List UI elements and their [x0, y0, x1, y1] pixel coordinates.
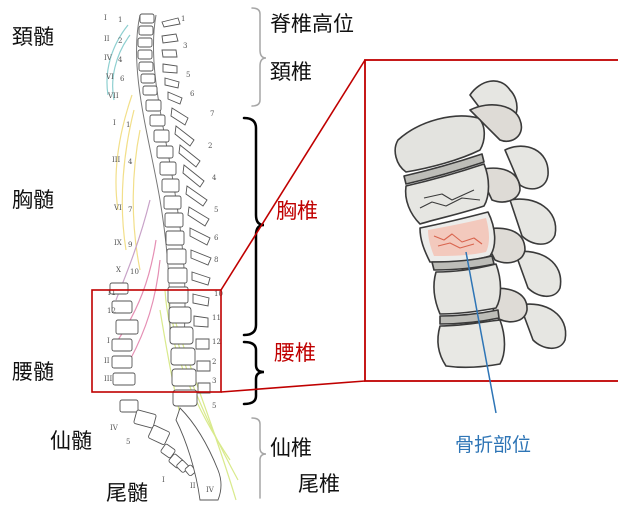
svg-text:2: 2 [208, 142, 212, 150]
svg-text:7: 7 [210, 110, 214, 118]
vertebra-4 [434, 264, 501, 314]
svg-text:1: 1 [118, 16, 122, 24]
fracture-site-label: 骨折部位 [455, 436, 531, 455]
coccygeal-cord-label: 尾髄 [106, 483, 148, 504]
svg-text:11: 11 [212, 314, 221, 322]
svg-text:4: 4 [212, 174, 217, 182]
svg-text:II: II [104, 35, 110, 43]
svg-text:6: 6 [190, 90, 195, 98]
svg-text:2: 2 [212, 358, 216, 366]
thoracic-vertebra-label: 胸椎 [276, 201, 318, 222]
svg-text:III: III [112, 156, 121, 164]
svg-text:IX: IX [114, 239, 122, 247]
svg-text:I: I [113, 119, 116, 127]
cervical-vertebra-label: 頚椎 [270, 62, 312, 83]
cervical-cord-label: 頚髄 [12, 27, 54, 48]
svg-text:VI: VI [113, 204, 122, 212]
svg-text:12: 12 [212, 338, 221, 346]
svg-text:3: 3 [212, 377, 216, 385]
svg-text:I: I [162, 476, 165, 484]
thoracic-cord-label: 胸髄 [12, 190, 54, 211]
sacral-vertebra-label: 仙椎 [270, 438, 312, 459]
svg-text:6: 6 [214, 234, 219, 242]
svg-text:I: I [104, 14, 107, 22]
svg-text:I: I [107, 337, 110, 345]
sacral-cord-label: 仙髄 [50, 431, 92, 452]
lumbar-vertebra-label: 腰椎 [274, 343, 316, 364]
sacral-bracket [252, 418, 266, 498]
svg-text:X: X [116, 266, 121, 274]
svg-text:4: 4 [128, 158, 133, 166]
svg-text:5: 5 [186, 71, 190, 79]
lumbar-cord-label: 腰髄 [12, 362, 54, 383]
coccygeal-vertebra-label: 尾椎 [298, 474, 340, 495]
svg-text:1: 1 [126, 121, 130, 129]
svg-text:IV: IV [206, 486, 215, 494]
svg-text:VI: VI [105, 73, 114, 81]
svg-text:5: 5 [214, 206, 218, 214]
svg-text:10: 10 [130, 268, 139, 276]
svg-text:7: 7 [128, 206, 132, 214]
vertebra-5 [438, 320, 505, 367]
svg-text:5: 5 [126, 438, 130, 446]
svg-text:3: 3 [183, 42, 187, 50]
lumbar-bracket [244, 342, 264, 404]
svg-text:IV: IV [104, 54, 113, 62]
svg-text:II: II [104, 357, 110, 365]
svg-text:2: 2 [118, 37, 122, 45]
svg-text:6: 6 [120, 75, 125, 83]
level-brackets [244, 8, 266, 498]
spinal-level-heading: 脊椎高位 [270, 14, 354, 35]
svg-text:IV: IV [110, 424, 119, 432]
svg-text:VII: VII [107, 92, 119, 100]
svg-text:III: III [104, 375, 113, 383]
svg-text:5: 5 [212, 402, 216, 410]
cervical-bracket [252, 8, 266, 106]
svg-text:II: II [190, 482, 196, 490]
svg-text:12: 12 [107, 307, 116, 315]
vertebrae-detail [395, 81, 565, 367]
svg-text:1: 1 [181, 15, 185, 23]
svg-text:9: 9 [128, 241, 132, 249]
svg-text:8: 8 [214, 256, 218, 264]
svg-text:4: 4 [118, 56, 123, 64]
